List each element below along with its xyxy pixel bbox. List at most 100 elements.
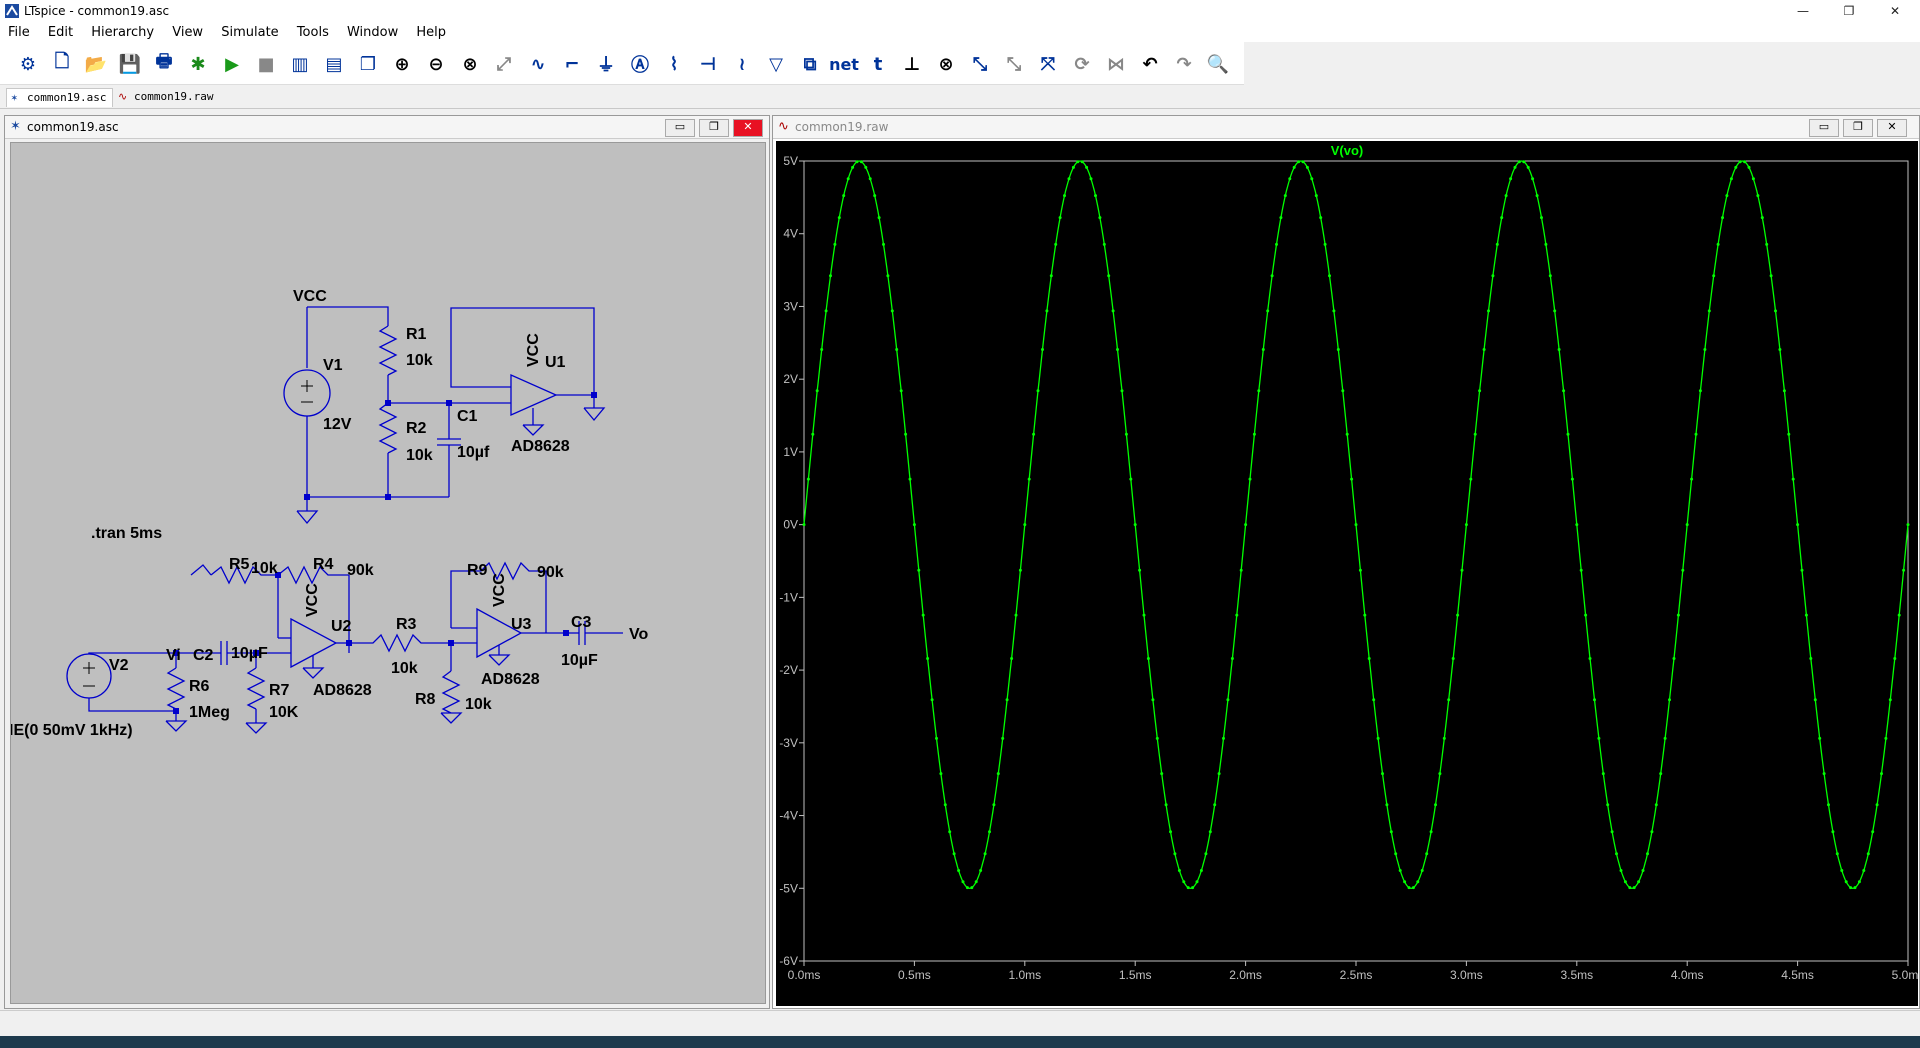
resistor-icon[interactable]: ⌇ bbox=[669, 53, 679, 75]
r1-value: 10k bbox=[406, 352, 433, 369]
text-icon[interactable]: t bbox=[873, 53, 883, 75]
net-label-icon[interactable]: net bbox=[829, 54, 859, 74]
data-point bbox=[926, 657, 930, 660]
data-point bbox=[1495, 242, 1499, 246]
capacitor-icon[interactable]: ⊣ bbox=[699, 53, 717, 75]
data-point bbox=[1314, 194, 1318, 198]
move-icon[interactable]: ⤡ bbox=[1006, 53, 1022, 75]
menu-edit[interactable]: Edit bbox=[47, 25, 74, 40]
minimize-button[interactable]: — bbox=[1797, 4, 1809, 18]
duplicate-icon[interactable]: ⤡ bbox=[972, 53, 988, 75]
u3-part: AD8628 bbox=[481, 671, 540, 688]
data-point bbox=[1208, 830, 1212, 834]
data-point bbox=[1469, 477, 1473, 481]
data-point bbox=[1367, 657, 1371, 660]
data-point bbox=[1840, 869, 1844, 872]
r9-symbol bbox=[450, 561, 547, 633]
component-icon[interactable]: ⧉ bbox=[803, 53, 817, 75]
schematic-restore-button[interactable]: ❐ bbox=[699, 119, 729, 137]
data-point bbox=[1389, 830, 1393, 834]
halt-icon[interactable]: ■ bbox=[257, 53, 275, 75]
menu-tools[interactable]: Tools bbox=[296, 25, 329, 40]
data-point bbox=[1270, 274, 1274, 278]
data-point bbox=[877, 216, 881, 220]
gear-icon[interactable]: ⚙ bbox=[19, 53, 37, 75]
data-point bbox=[829, 274, 832, 278]
data-point bbox=[1261, 348, 1265, 351]
waveform-minimize-button[interactable]: ▭ bbox=[1809, 119, 1839, 137]
menu-file[interactable]: File bbox=[8, 25, 30, 40]
data-point bbox=[1513, 165, 1517, 169]
data-point bbox=[868, 177, 872, 181]
control-panel-icon[interactable]: ✱ bbox=[190, 53, 206, 75]
menu-hierarchy[interactable]: Hierarchy bbox=[91, 25, 155, 40]
tile-vertical-icon[interactable]: ▥ bbox=[291, 53, 309, 75]
data-point bbox=[1672, 657, 1676, 660]
delete-icon[interactable]: ⊗ bbox=[938, 53, 954, 75]
open-icon[interactable]: 📂 bbox=[84, 53, 108, 75]
redo-icon[interactable]: ↷ bbox=[1176, 53, 1192, 75]
menu-simulate[interactable]: Simulate bbox=[221, 25, 279, 40]
menu-help[interactable]: Help bbox=[416, 25, 447, 40]
tran-directive[interactable]: .tran 5ms bbox=[91, 525, 162, 542]
zoom-fit-icon[interactable]: ⊗ bbox=[462, 53, 478, 75]
undo-icon[interactable]: ↶ bbox=[1142, 53, 1158, 75]
close-button[interactable]: ✕ bbox=[1889, 4, 1901, 18]
inductor-icon[interactable]: ≀ bbox=[738, 53, 746, 75]
drag-icon[interactable]: ⤧ bbox=[1040, 53, 1056, 75]
data-point bbox=[1835, 852, 1839, 856]
waveform-window-title: common19.raw bbox=[795, 120, 889, 134]
data-point bbox=[806, 477, 810, 481]
data-point bbox=[1102, 242, 1106, 246]
waveform-icon[interactable]: ∿ bbox=[530, 53, 546, 75]
tab-schematic[interactable]: ✶ common19.asc bbox=[6, 88, 114, 107]
data-point bbox=[1425, 852, 1429, 856]
restore-button[interactable]: ❐ bbox=[1843, 4, 1855, 18]
data-point bbox=[1049, 274, 1053, 278]
wire-icon[interactable]: ⌐ bbox=[564, 53, 580, 75]
zoom-out-icon[interactable]: ⊖ bbox=[428, 53, 444, 75]
r2-name: R2 bbox=[406, 420, 427, 437]
waveform-restore-button[interactable]: ❐ bbox=[1843, 119, 1873, 137]
zoom-in-icon[interactable]: ⊕ bbox=[394, 53, 410, 75]
data-point bbox=[1407, 886, 1411, 890]
data-point bbox=[952, 852, 956, 856]
ground-icon[interactable]: ⏚ bbox=[597, 55, 615, 76]
data-point bbox=[1045, 309, 1049, 313]
rotate-icon[interactable]: ⟳ bbox=[1074, 53, 1090, 75]
label-net-icon[interactable]: Ⓐ bbox=[631, 55, 649, 76]
data-point bbox=[1385, 803, 1389, 807]
spice-directive-icon[interactable]: ⊥ bbox=[903, 53, 921, 75]
data-point bbox=[1067, 177, 1071, 181]
new-schematic-icon[interactable]: 🗋 bbox=[54, 51, 70, 72]
data-point bbox=[974, 880, 978, 884]
trace-label-vvo[interactable]: V(vo) bbox=[1331, 143, 1364, 158]
data-point bbox=[1725, 194, 1729, 198]
waveform-close-button[interactable]: ✕ bbox=[1877, 119, 1907, 137]
data-point bbox=[1875, 803, 1879, 807]
diode-icon[interactable]: ▽ bbox=[769, 53, 783, 75]
tab-raw[interactable]: ∿ common19.raw bbox=[114, 88, 219, 106]
menu-view[interactable]: View bbox=[172, 25, 204, 40]
run-icon[interactable]: ▶ bbox=[225, 53, 239, 75]
data-point bbox=[1155, 736, 1159, 740]
find-icon[interactable]: 🔍 bbox=[1206, 53, 1230, 75]
save-icon[interactable]: 💾 bbox=[118, 53, 142, 75]
data-point bbox=[1818, 736, 1822, 740]
tile-horizontal-icon[interactable]: ▤ bbox=[325, 53, 343, 75]
data-point bbox=[1553, 309, 1557, 313]
data-point bbox=[846, 177, 850, 181]
junction bbox=[385, 400, 391, 406]
data-point bbox=[1690, 477, 1694, 481]
menu-window[interactable]: Window bbox=[346, 25, 399, 40]
schematic-canvas[interactable]: VCC V1 12V R1 10k R2 10k C1 10µf U1 AD86… bbox=[9, 142, 766, 1004]
ground-symbol bbox=[302, 667, 325, 679]
junction bbox=[563, 630, 569, 636]
schematic-minimize-button[interactable]: ▭ bbox=[665, 119, 695, 137]
cascade-icon[interactable]: ❐ bbox=[359, 53, 377, 75]
print-icon[interactable]: 🖶 bbox=[155, 51, 173, 72]
zoom-extents-icon[interactable]: ⤢ bbox=[496, 53, 512, 75]
schematic-close-button[interactable]: ✕ bbox=[733, 119, 763, 137]
mirror-icon[interactable]: ⋈ bbox=[1107, 53, 1125, 75]
